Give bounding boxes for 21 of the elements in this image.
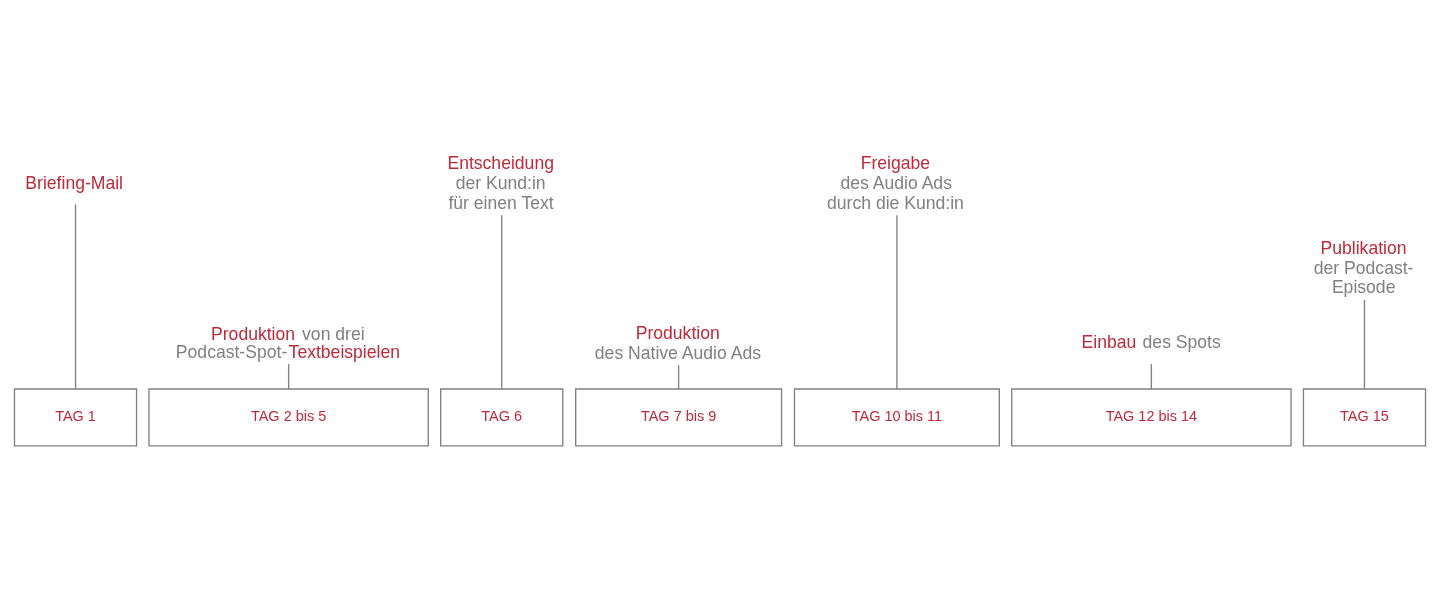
- node-text: Produktion von drei Podcast-Spot-Textbeispielen: [175, 323, 401, 362]
- connector: [501, 214, 503, 390]
- node-text: Publikation der Podcast- Episode: [1313, 238, 1414, 298]
- node-box: TAG 1: [13, 388, 138, 447]
- node-text: Einbau des Spots: [1081, 331, 1221, 352]
- connector: [287, 363, 290, 390]
- node-text: Produktion des Native Audio Ads: [594, 322, 761, 363]
- connector: [677, 364, 680, 390]
- node-box: TAG 15: [1302, 388, 1427, 447]
- connector: [1363, 299, 1366, 390]
- node-box: TAG 12 bis 14: [1011, 388, 1292, 447]
- connector: [1150, 363, 1153, 390]
- node-text: Briefing-Mail: [25, 172, 124, 193]
- connector: [896, 214, 898, 390]
- node-text: Entscheidung der Kund:in für einen Text: [447, 153, 554, 213]
- node-text: Freigabe des Audio Ads durch die Kund:in: [827, 153, 964, 213]
- node-box: TAG 7 bis 9: [575, 388, 783, 447]
- node-box: TAG 10 bis 11: [793, 388, 1000, 447]
- node-box: TAG 2 bis 5: [148, 388, 429, 447]
- connector: [74, 203, 77, 390]
- node-box: TAG 6: [440, 388, 564, 447]
